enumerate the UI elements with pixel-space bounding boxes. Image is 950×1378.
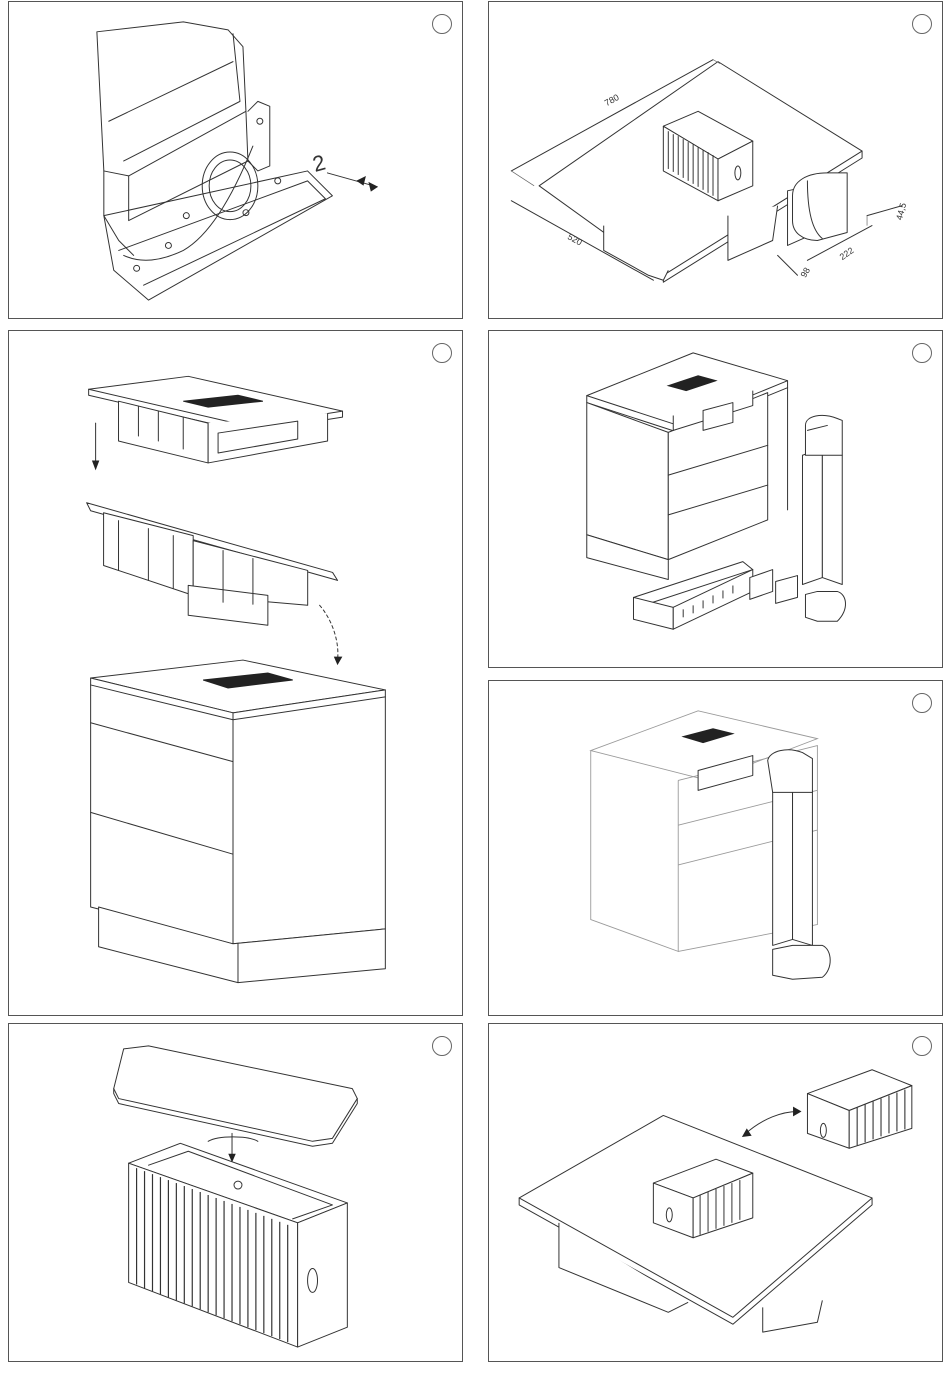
clip-detail-illustration: 2 bbox=[9, 2, 462, 318]
hob-insertion-illustration bbox=[9, 331, 462, 1015]
step-number-circle bbox=[912, 14, 932, 34]
step-panel-filter-module bbox=[8, 1023, 463, 1362]
dim-duct-length: 222 bbox=[838, 245, 856, 262]
module-swap-illustration bbox=[489, 1024, 942, 1361]
dim-duct-height: 44,5 bbox=[894, 202, 908, 221]
step-number-circle bbox=[432, 343, 452, 363]
step-panel-module-swap bbox=[488, 1023, 943, 1362]
callout-number: 2 bbox=[310, 150, 328, 177]
step-number-circle bbox=[912, 1036, 932, 1056]
installed-ducting-illustration bbox=[489, 681, 942, 1015]
step-panel-ducting-parts bbox=[488, 330, 943, 668]
ducting-parts-illustration bbox=[489, 331, 942, 667]
step-number-circle bbox=[432, 1036, 452, 1056]
dim-length: 780 bbox=[603, 92, 621, 108]
dim-duct-offset: 98 bbox=[799, 266, 813, 280]
step-panel-dimensions: 780 520 44,5 222 98 bbox=[488, 1, 943, 319]
step-number-circle bbox=[912, 693, 932, 713]
dimensions-illustration: 780 520 44,5 222 98 bbox=[489, 2, 942, 318]
step-panel-installed-ducting bbox=[488, 680, 943, 1016]
step-number-circle bbox=[912, 343, 932, 363]
dim-depth: 520 bbox=[566, 232, 584, 248]
filter-module-illustration bbox=[9, 1024, 462, 1361]
step-panel-clip-detail: 2 bbox=[8, 1, 463, 319]
step-panel-hob-insertion bbox=[8, 330, 463, 1016]
step-number-circle bbox=[432, 14, 452, 34]
